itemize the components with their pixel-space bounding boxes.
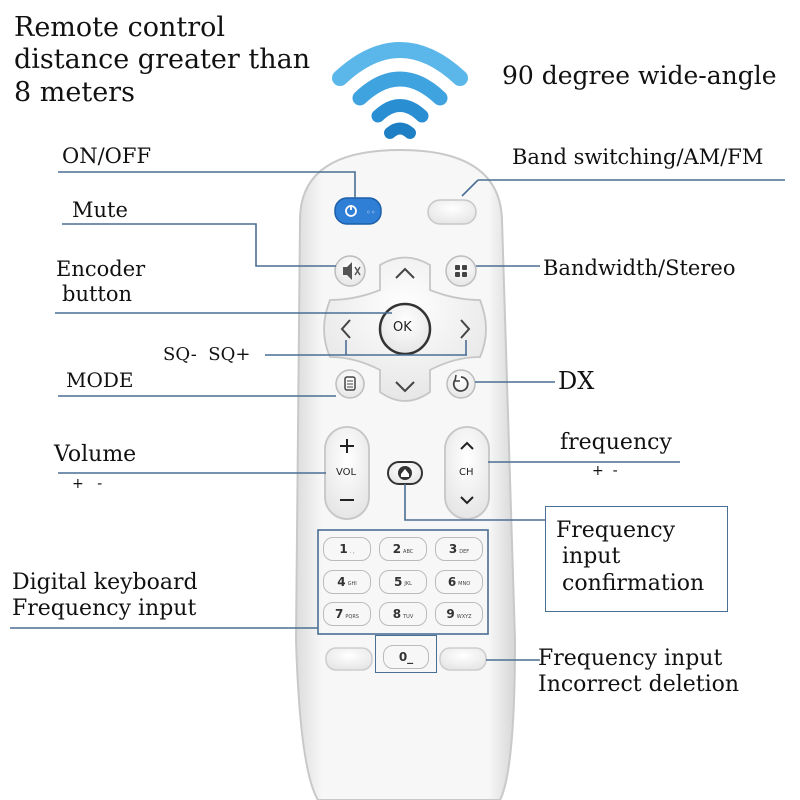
ok-label: OK (393, 320, 412, 335)
range-line-2: distance greater than (14, 44, 311, 76)
leader-lines (10, 171, 785, 661)
callout-delete: Frequency input Incorrect deletion (538, 646, 739, 699)
number-key-digit: 5 (394, 574, 403, 589)
range-line-1: Remote control (14, 12, 225, 43)
callout-sq: SQ- SQ+ (163, 344, 251, 365)
callout-delete-line-2: Incorrect deletion (538, 672, 740, 698)
svg-text:◦◦: ◦◦ (366, 208, 375, 217)
ch-label: CH (459, 467, 474, 478)
band-button[interactable] (427, 199, 477, 225)
bottom-left-button[interactable] (325, 647, 373, 671)
callout-encoder-line-2: button (62, 282, 133, 307)
number-key-letters: JKL (404, 581, 412, 588)
callout-bandwidth-stereo: Bandwidth/Stereo (543, 256, 736, 280)
callout-frequency-signs: + - (592, 463, 618, 479)
mute-button[interactable] (334, 255, 366, 287)
range-line-3: 8 meters (14, 76, 135, 108)
callout-freq-confirm: Frequency input confirmation (556, 518, 704, 597)
callout-mute: Mute (72, 198, 128, 222)
callout-on-off: ON/OFF (62, 144, 152, 168)
number-key-1[interactable]: 1. , (323, 537, 371, 561)
callout-freq-confirm-line-2: input (562, 544, 621, 570)
callout-digital-line-1: Digital keyboard (12, 570, 198, 595)
range-text: Remote control distance greater than 8 m… (14, 12, 310, 109)
callout-dx: DX (558, 367, 595, 395)
refresh-icon[interactable] (446, 369, 476, 399)
home-icon[interactable] (387, 461, 423, 485)
callout-volume: Volume (54, 442, 137, 467)
number-key-digit: 4 (337, 574, 346, 589)
number-key-digit: 6 (447, 574, 457, 589)
number-key-digit: 9 (446, 607, 455, 622)
number-key-digit: 2 (392, 542, 402, 556)
bandwidth-stereo-button[interactable] (445, 255, 477, 287)
number-key-letters: . , (349, 548, 355, 555)
callout-delete-line-1: Frequency input (538, 646, 723, 671)
zero-key-label: 0_ (398, 650, 414, 664)
number-key-digit: 7 (335, 607, 344, 622)
number-key-letters: PQRS (345, 613, 359, 620)
number-key-digit: 8 (392, 607, 402, 622)
number-key-digit: 1 (339, 542, 348, 556)
number-key-digit: 3 (448, 542, 458, 556)
callout-volume-signs: + - (72, 476, 103, 492)
zero-key[interactable]: 0_ (383, 645, 429, 669)
callout-band-switching: Band switching/AM/FM (512, 145, 764, 169)
freq-confirm-box (545, 506, 728, 612)
power-button[interactable]: ◦◦ (334, 197, 382, 225)
callout-freq-confirm-line-1: Frequency (556, 518, 675, 543)
callout-digital-line-2: Frequency input (12, 596, 197, 622)
number-key-letters: WXYZ (456, 613, 472, 620)
channel-rocker[interactable] (444, 426, 490, 520)
number-pad-frame (317, 529, 489, 635)
vol-label: VOL (336, 467, 357, 478)
callout-freq-confirm-line-3: confirmation (562, 570, 705, 596)
callout-encoder: Encoder button (56, 257, 145, 307)
ok-button[interactable] (378, 302, 432, 356)
angle-text: 90 degree wide-angle (502, 61, 777, 90)
number-key-letters: TUV (403, 613, 414, 620)
delete-button[interactable] (439, 647, 487, 671)
wifi-signal-icon (332, 42, 468, 139)
zero-key-highlight (375, 635, 437, 673)
number-key-letters: ABC (403, 548, 414, 555)
callout-encoder-line-1: Encoder (56, 257, 146, 281)
callout-frequency: frequency (560, 430, 672, 455)
number-key-letters: MNO (458, 581, 471, 588)
number-key-letters: DEF (459, 548, 470, 555)
menu-icon[interactable] (335, 369, 365, 399)
callout-mode: MODE (66, 368, 134, 392)
number-key-letters: GHI (347, 581, 357, 588)
callout-digital: Digital keyboard Frequency input (12, 570, 198, 623)
